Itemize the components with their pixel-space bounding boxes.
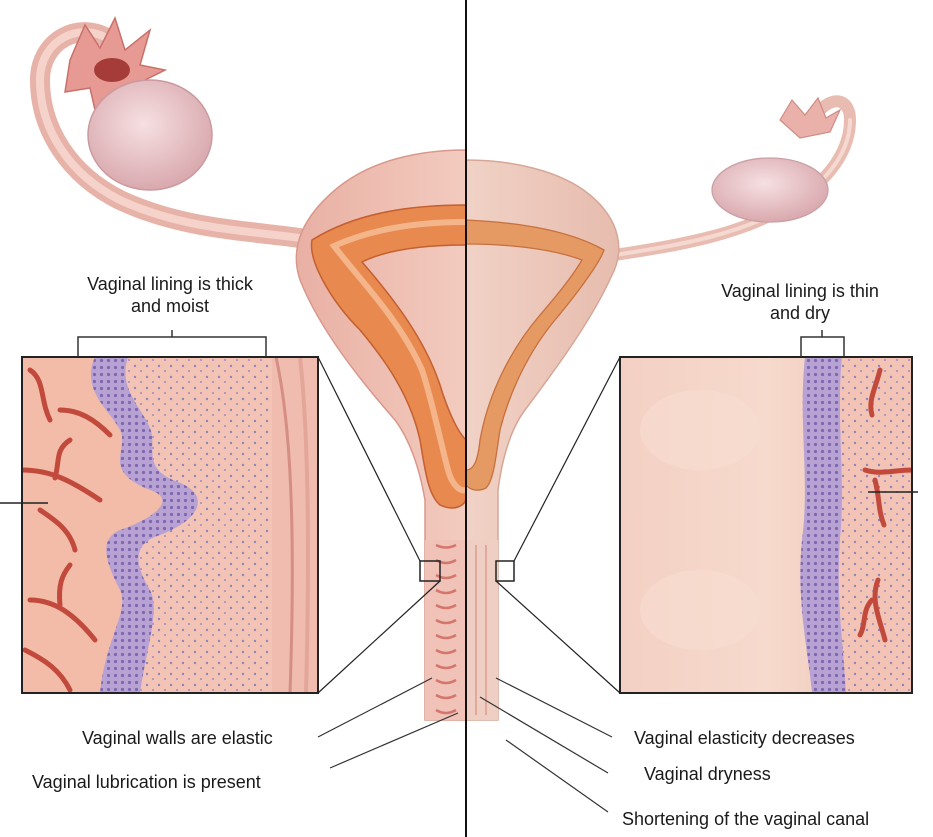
left-ovary: [88, 80, 212, 190]
vaginal-canal-left: [425, 540, 466, 720]
thick-lining-label: Vaginal lining is thick and moist: [40, 273, 300, 317]
left-magnified-panel: [22, 357, 318, 693]
lubrication-label: Vaginal lubrication is present: [32, 771, 261, 793]
shortening-label: Shortening of the vaginal canal: [622, 808, 869, 830]
thin-lining-label-line1: Vaginal lining is thin: [705, 280, 895, 302]
dryness-label: Vaginal dryness: [644, 763, 771, 785]
vaginal-canal-right: [466, 540, 498, 720]
right-thickness-bracket: [801, 330, 844, 357]
thick-lining-label-line1: Vaginal lining is thick: [40, 273, 300, 295]
right-magnified-panel: [620, 357, 912, 693]
thick-lining-label-line2: and moist: [40, 295, 300, 317]
left-thickness-bracket: [78, 330, 266, 357]
walls-elastic-label: Vaginal walls are elastic: [82, 727, 273, 749]
thin-lining-label-line2: and dry: [705, 302, 895, 324]
elasticity-decreases-label: Vaginal elasticity decreases: [634, 727, 855, 749]
thin-lining-label: Vaginal lining is thin and dry: [705, 280, 895, 324]
right-ovary: [712, 158, 828, 222]
